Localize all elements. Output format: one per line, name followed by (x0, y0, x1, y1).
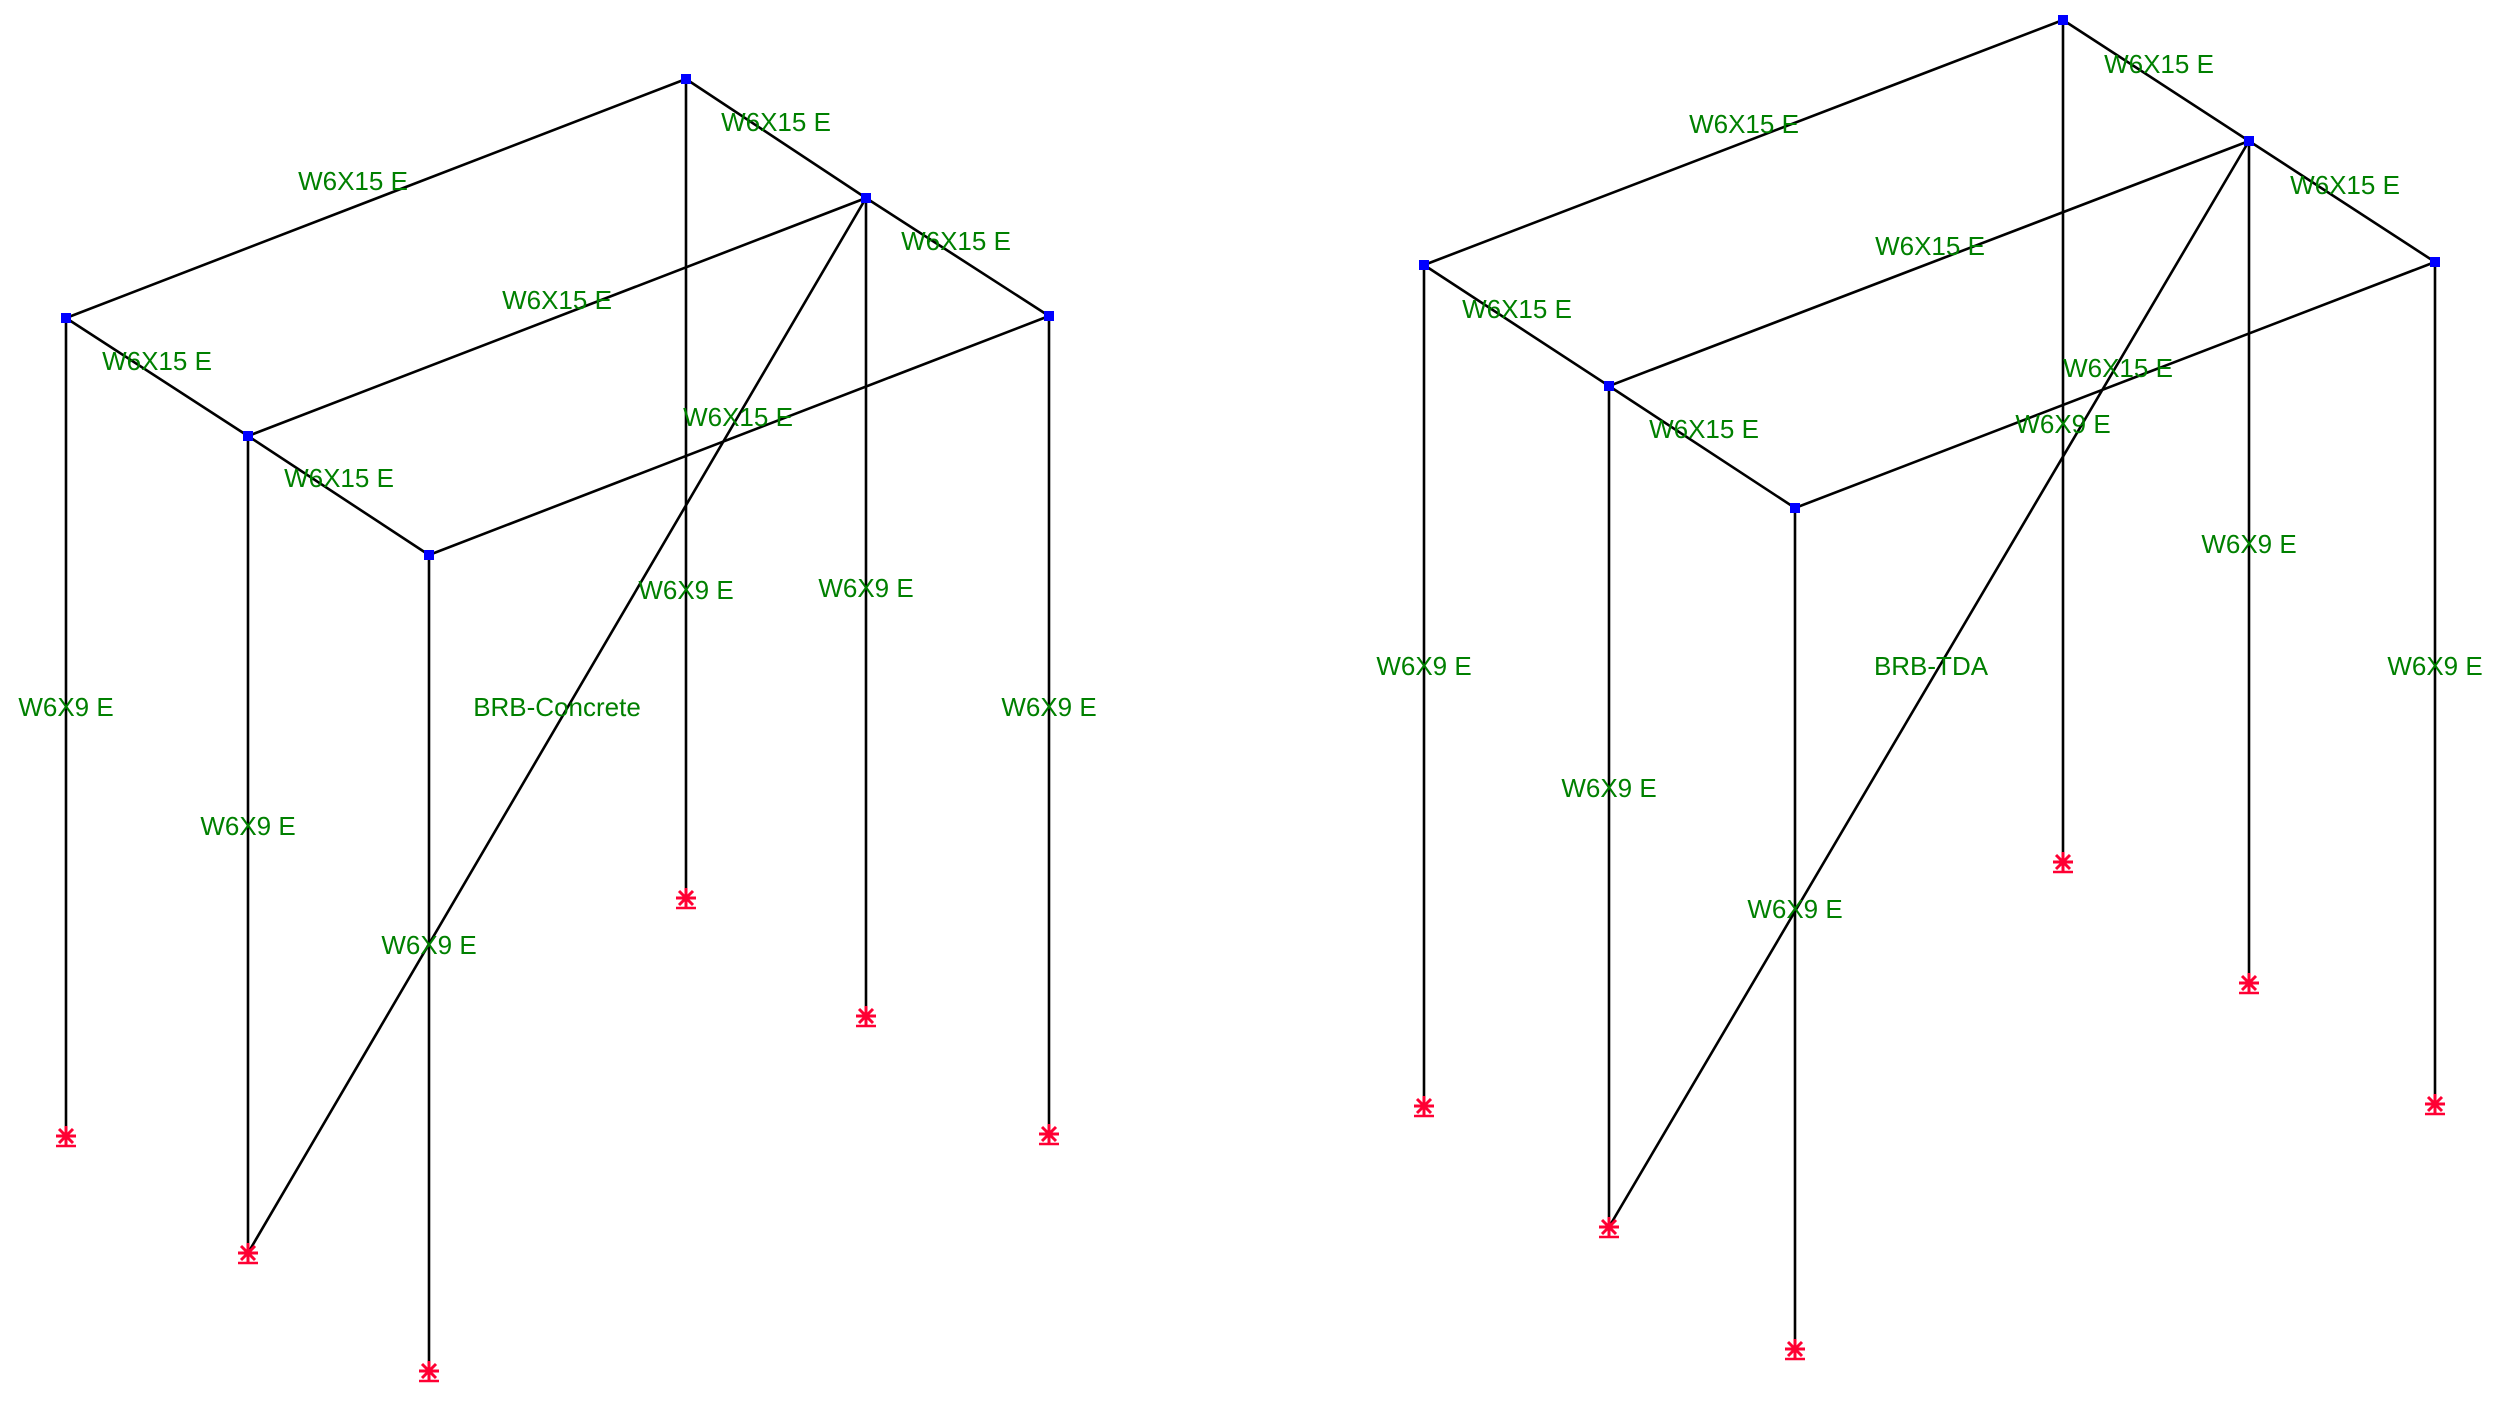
fixed-support-icon[interactable] (856, 1006, 876, 1028)
joint-node[interactable] (1790, 503, 1800, 513)
beam-section-label: W6X15 E (1462, 294, 1572, 324)
column-section-label: W6X9 E (1747, 894, 1842, 924)
column-section-label: W6X9 E (2387, 651, 2482, 681)
column-section-label: W6X9 E (818, 573, 913, 603)
brace-section-label: BRB-TDA (1874, 651, 1989, 681)
joint-node[interactable] (2430, 257, 2440, 267)
column-section-label: W6X9 E (2201, 529, 2296, 559)
frame-brb-concrete: W6X15 E W6X15 E W6X15 E W6X15 E W6X15 E W6X15… (18, 74, 1097, 1383)
joint-node[interactable] (1604, 381, 1614, 391)
beam-section-label: W6X15 E (2063, 353, 2173, 383)
fixed-support-icon[interactable] (1785, 1339, 1805, 1361)
beam-member[interactable] (1422, 18, 2065, 267)
beam-member[interactable] (64, 316, 250, 438)
column-section-label: W6X9 E (1001, 692, 1096, 722)
beam-member[interactable] (64, 77, 688, 320)
beam-section-label: W6X15 E (1689, 109, 1799, 139)
brace-section-label: BRB-Concrete (473, 692, 641, 722)
beam-section-label: W6X15 E (102, 346, 212, 376)
fixed-support-icon[interactable] (676, 888, 696, 910)
column-section-label: W6X9 E (1376, 651, 1471, 681)
column-section-label: W6X9 E (1561, 773, 1656, 803)
beam-member[interactable] (427, 314, 1051, 557)
fixed-support-icon[interactable] (2239, 973, 2259, 995)
frame-brb-tda: W6X15 E W6X15 E W6X15 E W6X15 E W6X15 E W6X15… (1376, 15, 2483, 1361)
beam-section-label: W6X15 E (2290, 170, 2400, 200)
fixed-support-icon[interactable] (238, 1243, 258, 1265)
fixed-support-icon[interactable] (56, 1126, 76, 1148)
beam-member[interactable] (1793, 260, 2437, 510)
fixed-support-icon[interactable] (2425, 1094, 2445, 1116)
beam-section-label: W6X15 E (1649, 414, 1759, 444)
beam-member[interactable] (1422, 263, 1611, 388)
fixed-support-icon[interactable] (1414, 1096, 1434, 1118)
beam-member[interactable] (246, 434, 431, 557)
beam-section-label: W6X15 E (2104, 49, 2214, 79)
beam-member[interactable] (2247, 139, 2437, 264)
beam-section-label: W6X15 E (284, 463, 394, 493)
column-section-label: W6X9 E (2015, 409, 2110, 439)
fixed-support-icon[interactable] (1039, 1124, 1059, 1146)
beam-section-label: W6X15 E (683, 402, 793, 432)
column-section-label: W6X9 E (638, 575, 733, 605)
joint-node[interactable] (424, 550, 434, 560)
beam-section-label: W6X15 E (298, 166, 408, 196)
column-section-label: W6X9 E (381, 930, 476, 960)
fixed-support-icon[interactable] (419, 1361, 439, 1383)
joint-node[interactable] (2058, 15, 2068, 25)
fixed-support-icon[interactable] (1599, 1217, 1619, 1239)
beam-section-label: W6X15 E (721, 107, 831, 137)
brace-member[interactable] (246, 196, 868, 1255)
joint-node[interactable] (861, 193, 871, 203)
column-section-label: W6X9 E (18, 692, 113, 722)
beam-member[interactable] (1607, 384, 1797, 510)
beam-member[interactable] (1607, 139, 2251, 388)
beam-section-label: W6X15 E (901, 226, 1011, 256)
beam-section-label: W6X15 E (502, 285, 612, 315)
beam-member[interactable] (2061, 18, 2251, 143)
beam-member[interactable] (864, 196, 1051, 318)
joint-node[interactable] (61, 313, 71, 323)
brace-member[interactable] (1607, 139, 2251, 1229)
joint-node[interactable] (243, 431, 253, 441)
beam-member[interactable] (684, 77, 868, 200)
beam-member[interactable] (246, 196, 868, 438)
joint-node[interactable] (1044, 311, 1054, 321)
column-section-label: W6X9 E (200, 811, 295, 841)
beam-section-label: W6X15 E (1875, 231, 1985, 261)
joint-node[interactable] (1419, 260, 1429, 270)
joint-node[interactable] (2244, 136, 2254, 146)
fixed-support-icon[interactable] (2053, 852, 2073, 874)
joint-node[interactable] (681, 74, 691, 84)
